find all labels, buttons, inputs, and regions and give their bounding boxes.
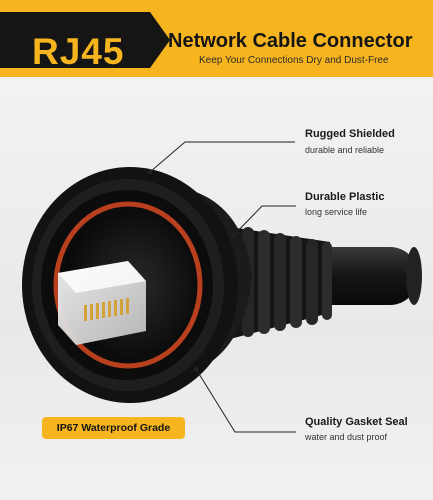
badge-label: RJ45: [32, 31, 125, 72]
rj45-badge: RJ45: [0, 12, 170, 68]
page-subtitle: Keep Your Connections Dry and Dust-Free: [199, 55, 389, 66]
callout-dot: [147, 169, 153, 175]
callout-lines: [149, 141, 296, 433]
callout-title-shielded: Rugged Shielded: [305, 128, 395, 140]
rj45-plug: [58, 261, 146, 345]
callout-subtitle-plastic: long service life: [305, 207, 368, 217]
callout-subtitle-shielded: durable and reliable: [305, 145, 385, 155]
callout-subtitle-gasket: water and dust proof: [305, 432, 388, 442]
ip67-badge: IP67 Waterproof Grade: [42, 417, 185, 439]
strain-relief: [230, 227, 332, 339]
page-title: Network Cable Connector: [168, 30, 413, 52]
callout-title-gasket: Quality Gasket Seal: [305, 416, 408, 428]
callout-dot: [231, 232, 237, 238]
connector-illustration: [22, 141, 422, 433]
callout-dot: [193, 366, 199, 372]
callout-title-plastic: Durable Plastic: [305, 191, 385, 203]
